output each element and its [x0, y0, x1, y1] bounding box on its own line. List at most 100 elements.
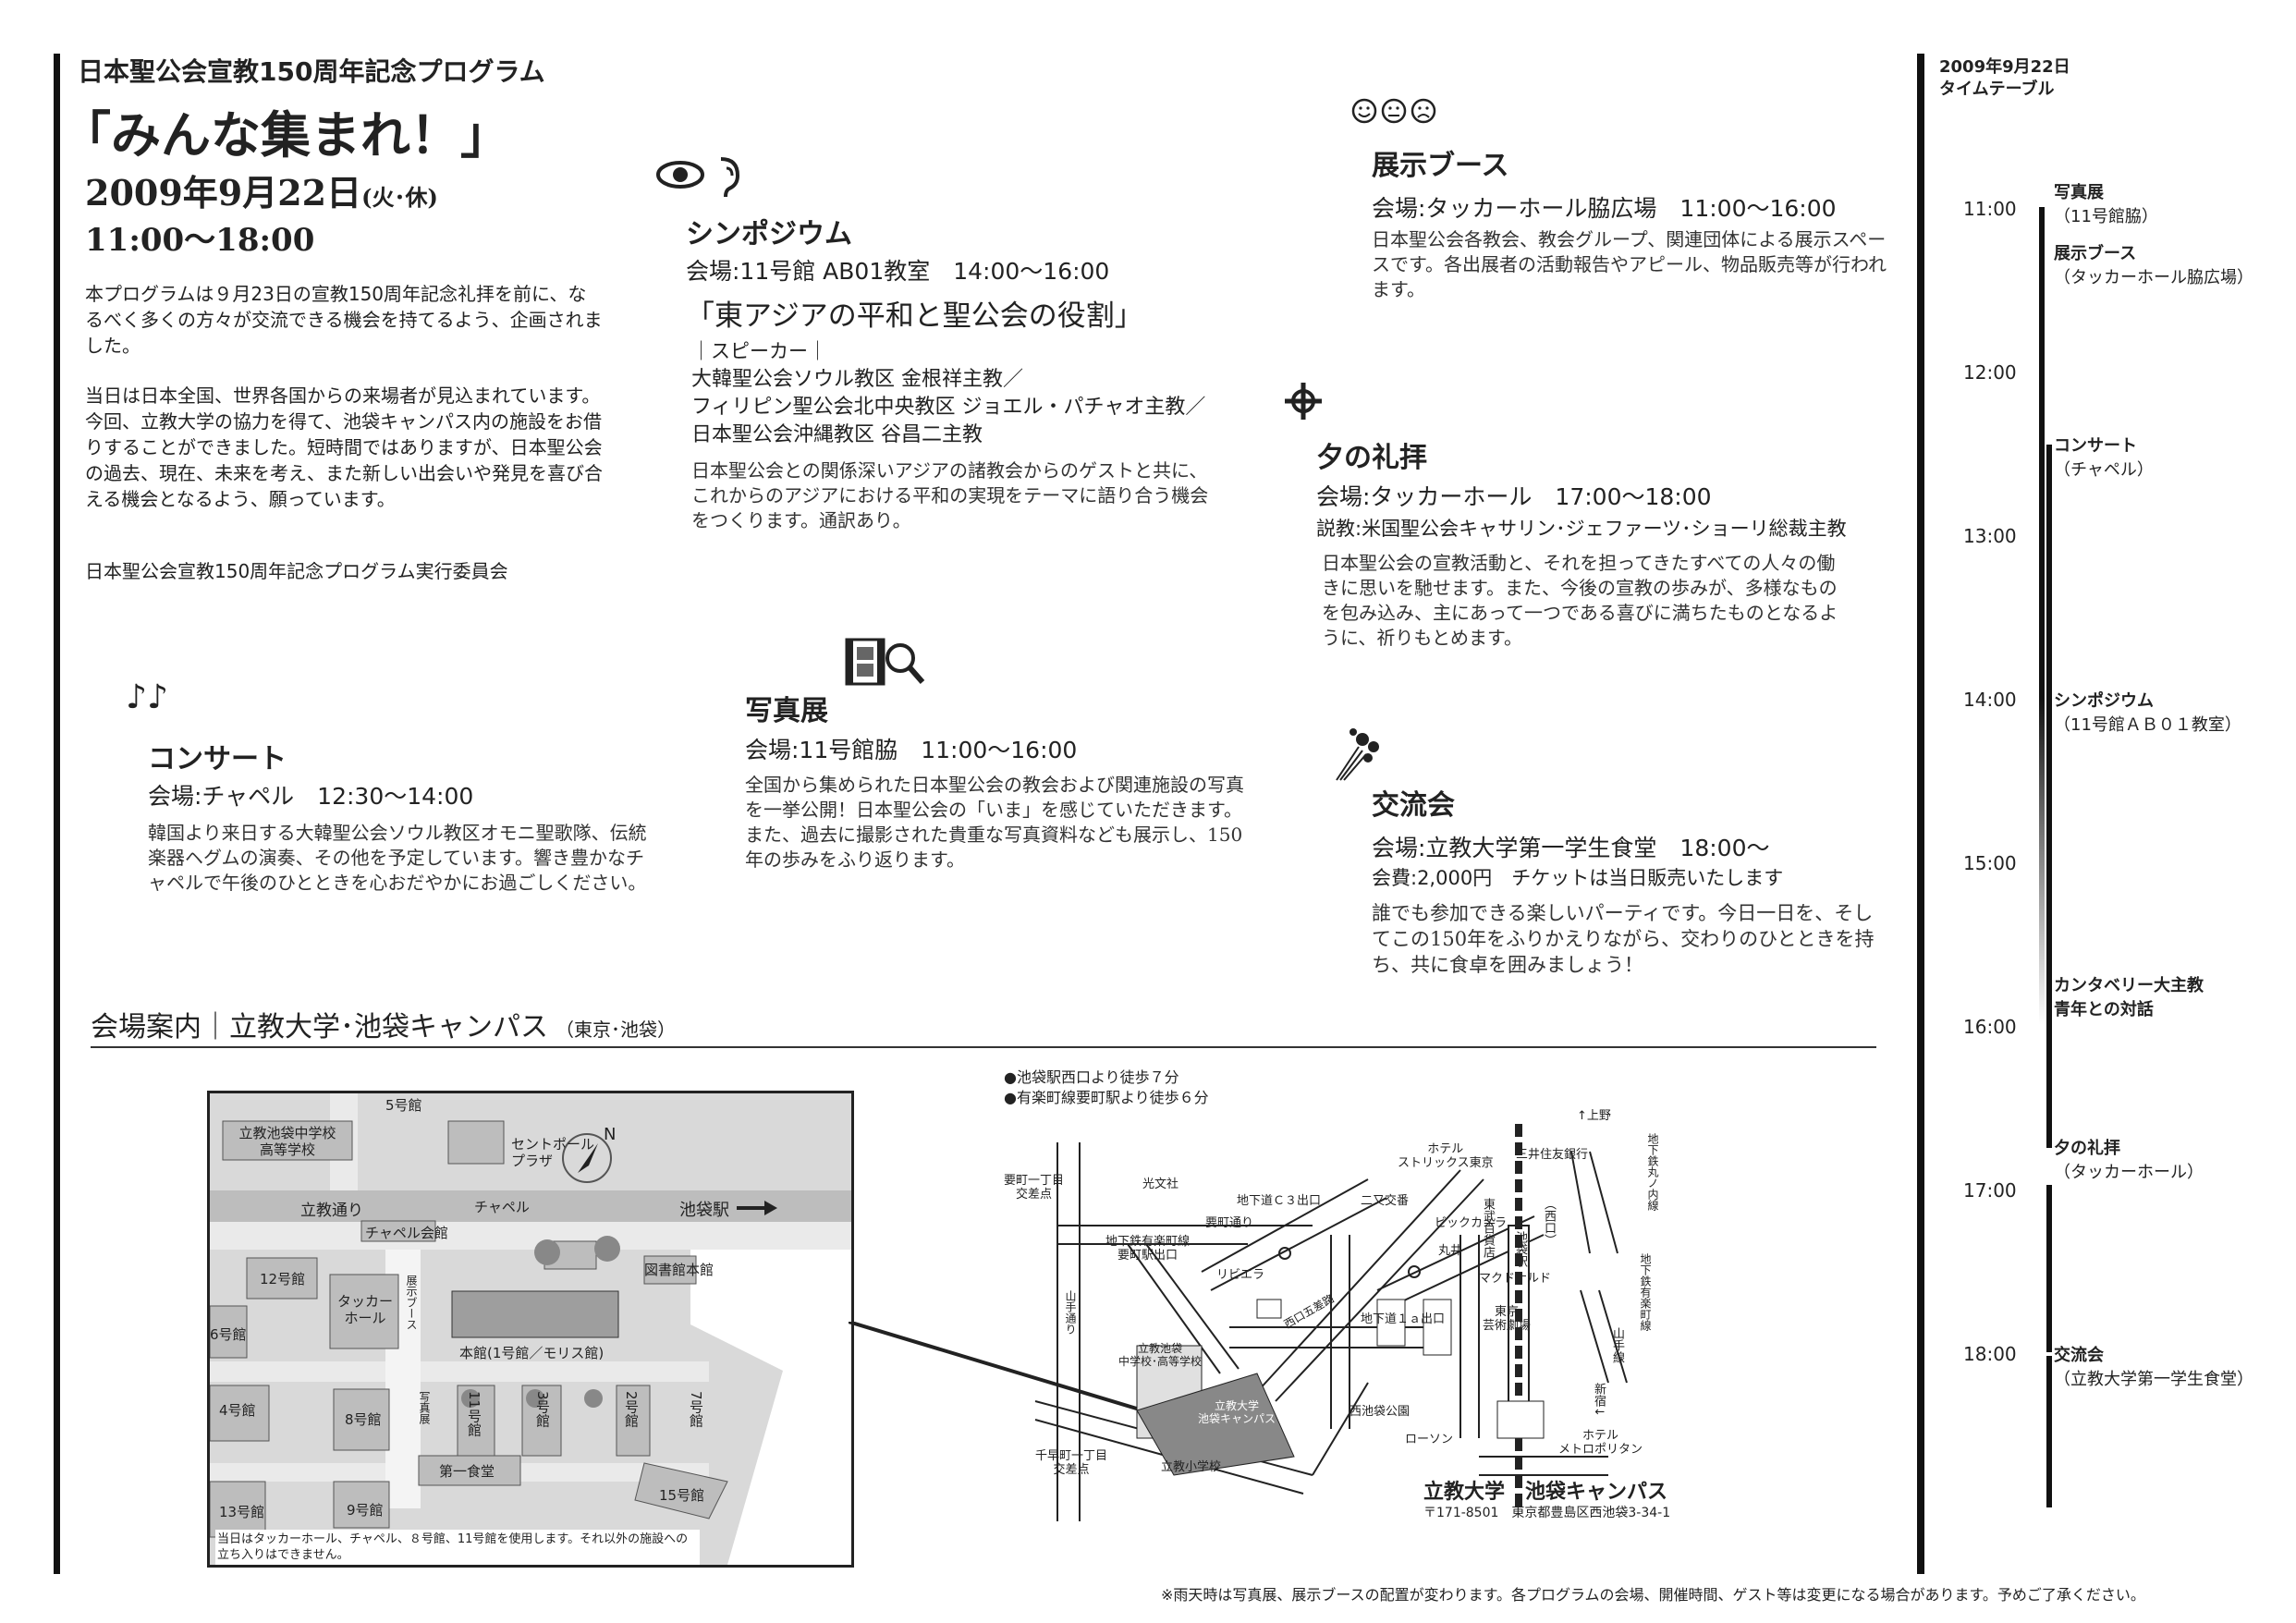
area-label-school2: 立教池袋 中学校･高等学校 — [1118, 1342, 1203, 1368]
timetable-time-label: 18:00 — [1963, 1343, 2017, 1365]
timetable-event-place: （11号館ＡＢ０１教室） — [2054, 715, 2241, 735]
area-label-shinjuku: 新宿↓ — [1592, 1383, 1606, 1417]
area-label-ikebukuro: 池袋駅 — [1513, 1231, 1527, 1267]
concert-title: コンサート — [148, 743, 287, 775]
north-indicator: N — [604, 1125, 617, 1144]
timetable-time-label: 14:00 — [1963, 689, 2017, 711]
area-label-futamata: 二又交番 — [1361, 1194, 1410, 1208]
campus-label-cafeteria: 第一食堂 — [439, 1463, 495, 1480]
social-fee: 会費:2,000円 チケットは当日販売いたします — [1372, 867, 1784, 889]
campus-label-booth: 展示ブース — [405, 1275, 418, 1330]
booth-venue: 会場:タッカーホール脇広場 11:00〜16:00 — [1372, 195, 1837, 222]
campus-label-13: 13号館 — [219, 1504, 265, 1520]
social-description: 誰でも参加できる楽しいパーティです。今日一日を、そしてこの150年をふりかえりな… — [1372, 902, 1875, 976]
campus-label-11: 11号館 — [466, 1391, 482, 1437]
area-label-ueno: ↑上野 — [1577, 1109, 1611, 1123]
header-accent-bar — [54, 54, 60, 1574]
area-label-nishi-park: 西池袋公園 — [1350, 1405, 1411, 1419]
event-date-suffix: (火･休) — [361, 184, 438, 211]
footnote: ※雨天時は写真展、展示ブースの配置が変わります。各プログラムの会場、開催時間、ゲ… — [1161, 1586, 2145, 1604]
faces-icon — [1351, 96, 1440, 129]
campus-label-photo: 写真展 — [418, 1391, 431, 1424]
campus-map: 立教池袋中学校 高等学校 セントポール プラザ N 立教通り チャペル 池袋駅 … — [207, 1091, 854, 1568]
campus-label-8: 8号館 — [345, 1411, 382, 1428]
intro-paragraph-1: 本プログラムは９月23日の宣教150周年記念礼拝を前に、なるべく多くの方々が交流… — [85, 283, 603, 357]
campus-label-chapel-hall: チャペル会館 — [365, 1225, 448, 1241]
area-label-kanamecho1: 要町一丁目 交差点 — [1004, 1174, 1065, 1202]
area-label-yamanote: 山手線 — [1610, 1327, 1624, 1363]
timetable-event: 交流会（立教大学第一学生食堂） — [2054, 1344, 2253, 1392]
campus-label-library: 図書館本館 — [644, 1262, 714, 1278]
flower-bouquet-icon — [1331, 719, 1386, 787]
symposium-title: シンポジウム — [686, 218, 852, 250]
timetable-duration-bar — [2039, 207, 2045, 1025]
area-map: 要町一丁目 交差点 光文社 要町通り 地下鉄有楽町線 要町駅出口 地下道Ｃ３出口… — [980, 1105, 1738, 1521]
area-label-strix: ホテル ストリックス東京 — [1398, 1142, 1494, 1170]
timetable-event: カンタベリー大主教 青年との対話 — [2054, 974, 2204, 1022]
campus-label-chapel: チャペル — [474, 1199, 530, 1215]
venue-guide-heading: 会場案内｜立教大学･池袋キャンパス （東京･池袋） — [91, 1004, 676, 1044]
area-label-riviera: リビエラ — [1216, 1268, 1265, 1282]
symposium-speaker: 日本聖公会沖縄教区 谷昌二主教 — [691, 423, 983, 446]
campus-label-2: 2号館 — [623, 1391, 640, 1428]
photo-title: 写真展 — [745, 695, 828, 727]
venue-guide-title-suffix: （東京･池袋） — [556, 1019, 676, 1041]
venue-guide-title: 会場案内｜立教大学･池袋キャンパス — [91, 1011, 548, 1043]
evening-title: 夕の礼拝 — [1316, 442, 1427, 474]
timetable-duration-bar — [2046, 1025, 2052, 1148]
event-date: 2009年9月22日(火･休) — [85, 165, 438, 215]
photo-venue: 会場:11号館脇 11:00〜16:00 — [745, 737, 1078, 763]
campus-label-main: 本館(1号館／モリス館) — [459, 1345, 605, 1361]
area-label-a1: 地下道１ａ出口 — [1361, 1312, 1446, 1326]
timetable-date: 2009年9月22日 — [1939, 57, 2070, 77]
campus-address: 〒171-8501 東京都豊島区西池袋3-34-1 — [1423, 1506, 1671, 1520]
campus-label-st-paul: セントポール プラザ — [511, 1136, 595, 1169]
event-date-main: 2009年9月22日 — [85, 172, 362, 214]
area-label-west: （西口） — [1542, 1198, 1556, 1246]
area-label-kaname-st: 要町通り — [1205, 1216, 1254, 1230]
area-label-senzoku: 千早町一丁目 交差点 — [1035, 1449, 1108, 1477]
area-label-tobu: 東武百貨店 — [1481, 1198, 1495, 1258]
timetable-event-name: シンポジウム — [2054, 691, 2154, 711]
area-label-marunouchi: 地下鉄丸ノ内線 — [1646, 1133, 1659, 1211]
timetable-event-name: コンサート — [2054, 436, 2137, 456]
symposium-theme: 「東アジアの平和と聖公会の役割」 — [686, 299, 1143, 333]
timetable-time-label: 16:00 — [1963, 1016, 2017, 1038]
timetable-event: 展示ブース（タッカーホール脇広場） — [2054, 242, 2253, 290]
timetable-time-label: 15:00 — [1963, 852, 2017, 874]
area-label-bic: ビックカメラ — [1435, 1216, 1508, 1230]
timetable-event: シンポジウム （11号館ＡＢ０１教室） — [2054, 689, 2241, 738]
area-label-yamate: 山手通り — [1064, 1290, 1077, 1335]
timetable-time-label: 17:00 — [1963, 1179, 2017, 1202]
timetable-duration-bar — [2046, 444, 2052, 698]
booth-title: 展示ブース — [1372, 150, 1509, 182]
area-map-roads — [1034, 1124, 1628, 1521]
eye-ear-icon — [654, 152, 747, 201]
timetable-event-place: （11号館脇） — [2054, 207, 2158, 226]
campus-label-15: 15号館 — [659, 1487, 705, 1504]
symposium-venue: 会場:11号館 AB01教室 14:00〜16:00 — [686, 258, 1110, 285]
timetable-event-place: （タッカーホール脇広場） — [2054, 268, 2253, 287]
area-label-yurakucho-line: 地下鉄有楽町線 — [1639, 1253, 1652, 1331]
celtic-cross-icon — [1283, 381, 1324, 425]
timetable-time-label: 12:00 — [1963, 361, 2017, 384]
campus-label-station: 池袋駅 — [679, 1201, 729, 1220]
timetable-event-place: （タッカーホール） — [2054, 1163, 2204, 1182]
campus-label-school: 立教池袋中学校 高等学校 — [238, 1125, 336, 1158]
symposium-description: 日本聖公会との関係深いアジアの諸教会からのゲストと共に、これからのアジアにおける… — [691, 459, 1209, 531]
concert-description: 韓国より来日する大韓聖公会ソウル教区オモニ聖歌隊、伝統楽器ヘグムの演奏、その他を… — [148, 822, 647, 894]
photo-description: 全国から集められた日本聖公会の教会および関連施設の写真を一挙公開！日本聖公会の「… — [745, 774, 1244, 871]
access-info: ●有楽町線要町駅より徒歩６分 — [1004, 1089, 1209, 1106]
area-label-lawson: ローソン — [1405, 1433, 1454, 1446]
timetable-divider — [1917, 54, 1924, 1574]
area-label-mitsui: 三井住友銀行 — [1516, 1148, 1589, 1162]
symposium-speaker: フィリピン聖公会北中央教区 ジョエル・パチャオ主教／ — [691, 396, 1206, 419]
evening-description: 日本聖公会の宣教活動と、それを担ってきたすべての人々の働きに思いを馳せます。また… — [1322, 552, 1838, 649]
social-title: 交流会 — [1372, 789, 1455, 822]
film-magnifier-icon — [843, 634, 926, 693]
timetable-event: 夕の礼拝（タッカーホール） — [2054, 1137, 2204, 1185]
timetable-time-label: 11:00 — [1963, 198, 2017, 220]
area-label-elementary: 立教小学校 — [1161, 1460, 1222, 1474]
campus-label-tucker: タッカー ホール — [336, 1293, 393, 1326]
area-label-yurakucho: 地下鉄有楽町線 要町駅出口 — [1105, 1235, 1191, 1263]
